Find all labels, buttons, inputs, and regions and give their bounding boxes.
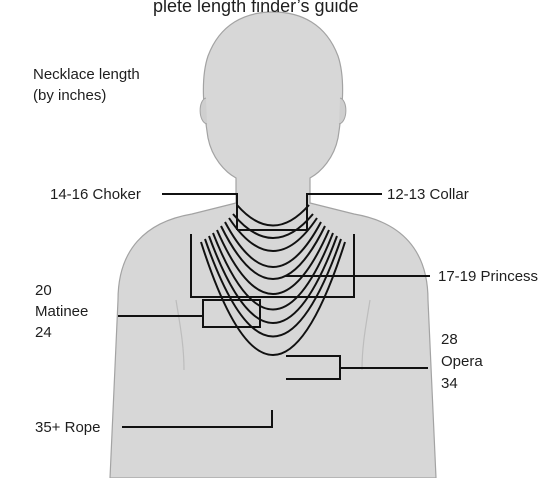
diagram-title-line1: Necklace length <box>33 64 140 85</box>
label-matinee-max: 24 <box>35 322 52 343</box>
label-opera-max: 34 <box>441 373 458 394</box>
label-collar: 12-13 Collar <box>387 184 469 205</box>
label-choker: 14-16 Choker <box>50 184 141 205</box>
mannequin-silhouette <box>110 12 436 478</box>
label-princess: 17-19 Princess <box>438 266 538 287</box>
top-caption: plete length finder’s guide <box>153 0 359 17</box>
mannequin-torso <box>110 12 436 478</box>
diagram-title-line2: (by inches) <box>33 85 106 106</box>
label-opera-min: 28 <box>441 329 458 350</box>
mannequin-ear-left <box>200 98 207 124</box>
mannequin-ear-right <box>339 98 346 124</box>
label-opera-name: Opera <box>441 351 483 372</box>
label-matinee-min: 20 <box>35 280 52 301</box>
label-rope: 35+ Rope <box>35 417 100 438</box>
label-matinee-name: Matinee <box>35 301 88 322</box>
